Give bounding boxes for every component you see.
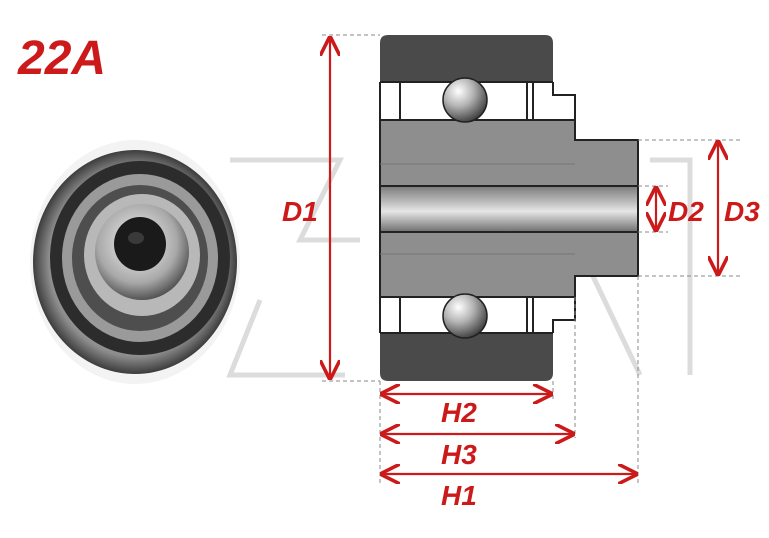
dimension-arrows [330, 38, 718, 474]
d1-label: D1 [282, 196, 318, 227]
shaft-bore [379, 185, 639, 233]
ball-bottom [442, 293, 488, 339]
d2-label: D2 [668, 196, 704, 227]
h2-label: H2 [441, 397, 477, 428]
bearing-section [379, 35, 639, 381]
d3-label: D3 [724, 196, 760, 227]
ball-top [442, 77, 488, 123]
h3-label: H3 [441, 439, 477, 470]
model-title: 22A [17, 32, 106, 85]
bearing-photo [30, 140, 240, 384]
outer-ring-bottom [380, 333, 553, 381]
outer-ring-top [380, 35, 553, 82]
h1-label: H1 [441, 480, 477, 511]
extension-lines [322, 34, 740, 485]
